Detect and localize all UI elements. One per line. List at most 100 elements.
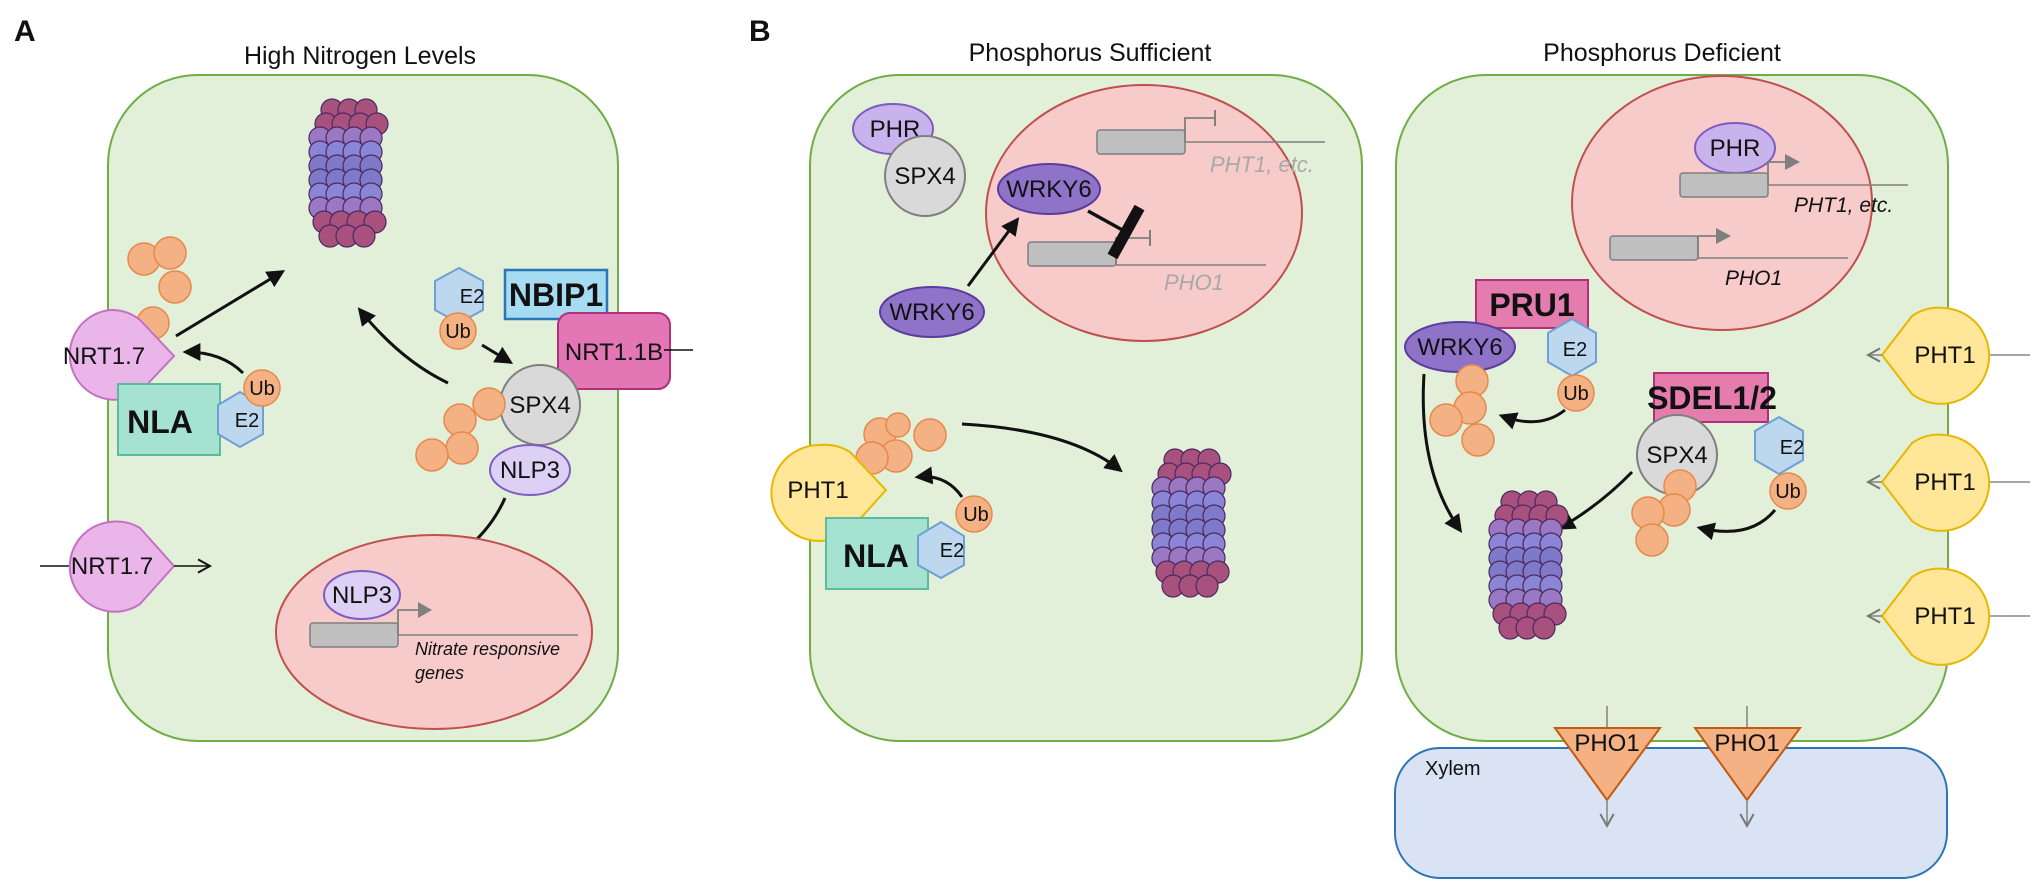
nlp3-ellipse-cyto [489,444,571,496]
nrt1-1b-label: NRT1.1B [565,339,663,366]
e2-hexagon-pru [1547,317,1597,378]
e2-hexagon-a [217,390,264,449]
e2-label-pru: E2 [1563,339,1587,361]
ub-label-a: Ub [249,378,275,400]
ub-circle-pru [1557,374,1595,412]
e2-hexagon-suf [917,520,965,580]
xylem-label: Xylem [1425,758,1481,780]
pru1-label: PRU1 [1489,287,1574,323]
spx4-label-suf: SPX4 [894,163,955,190]
arrow-spx4-to-proteasome-def [1556,470,1634,530]
repression-arrow-wrky6 [1087,204,1145,260]
ub-label-sdel: Ub [1775,481,1801,503]
promoter-arrow-nitrate [397,609,418,635]
ub-circle-sdel [1769,472,1807,510]
promoter-arrowhead-nitrate [418,602,432,618]
nrt1-7-bottom-label: NRT1.7 [71,553,153,580]
arrow-ub-to-spx4 [481,343,514,364]
pht1-label-def-c: PHT1 [1914,603,1975,630]
arrow-wrky6-to-nucleus [966,217,1020,287]
proteasome-subunit [1532,616,1556,640]
pho1-gene-label-suf: PHO1 [1164,270,1224,295]
pht1-transporter-def-b: PHT1 [1865,433,2030,532]
promoter-arrowhead-pht1-def [1785,154,1800,170]
arrow-ub-to-nrt [182,343,245,375]
gene-box-nitrate [309,622,399,648]
pht1-transporter-def-c: PHT1 [1865,567,2030,666]
nlp3-label-cyto: NLP3 [500,457,560,484]
nucleus-deficient [1571,75,1873,331]
pht1-transporter-def-a: PHT1 [1865,306,2030,405]
e2-label-sdel: E2 [1780,437,1804,459]
ub-label-suf: Ub [963,504,989,526]
spx4-circle-suf [884,135,966,217]
ub-circle-nbip [439,312,477,350]
nbip1-label: NBIP1 [509,277,603,313]
arrow-ub-to-pht1 [914,466,964,498]
gene-box-pht1-suf [1096,129,1186,155]
pht1-label-def-b: PHT1 [1914,469,1975,496]
pht1-label-def-a: PHT1 [1914,342,1975,369]
e2-label-suf: E2 [940,540,964,562]
proteasome-subunit [352,224,376,248]
ubiquitin-chain-spx4-def-icon [1631,469,1697,557]
nrt1-7-top-label: NRT1.7 [63,343,145,370]
promoter-arrowhead-pho1-def [1716,228,1731,244]
panel-b-title-deficient: Phosphorus Deficient [1543,39,1781,67]
gene-box-pho1-def [1609,235,1699,261]
nla-box-suf [825,517,929,590]
nla-label-a: NLA [127,404,193,440]
pho1-gene-label-def: PHO1 [1725,267,1782,290]
nrt1-1b-box [557,312,671,390]
nrt1-7-transporter-bottom: NRT1.7 [40,520,213,613]
e2-label-a: E2 [235,410,259,432]
nla-box-a [117,383,221,456]
nlp3-ellipse-nucleus [323,570,401,620]
pht1-label-suf: PHT1 [787,477,848,504]
nrt1-7-transporter-top: NRT1.7 [63,308,176,401]
pht1-transporter-suf: PHT1 [770,443,888,542]
phr-label-def: PHR [1710,135,1761,162]
ub-label-pru: Ub [1563,383,1589,405]
proteasome-subunit [1195,574,1219,598]
gene-box-pho1-suf [1027,241,1117,267]
ubiquitin-chain-icon [127,236,192,340]
pht1-gene-label-suf: PHT1, etc. [1210,152,1314,177]
pht1-gene-label-def: PHT1, etc. [1794,194,1893,217]
spx4-label-a: SPX4 [509,392,570,419]
ubiquitin-chain-spx4-icon [415,387,506,472]
nlp3-label-nucleus: NLP3 [332,582,392,609]
proteasome-icon [308,98,389,248]
ub-label-nbip: Ub [445,321,471,343]
wrky6-label-def: WRKY6 [1417,334,1502,361]
pho1-transporter-b: PHO1 [1693,706,1802,829]
arrow-ub-to-spx4-def [1696,509,1777,541]
sdel-label: SDEL1/2 [1647,380,1777,416]
nitrate-genes-label-1: Nitrate responsive [415,639,560,659]
spx4-label-def: SPX4 [1646,442,1707,469]
promoter-arrow-pho1-def [1697,235,1716,258]
panel-b-letter: B [749,15,771,48]
wrky6-ellipse-cyto-suf [879,286,985,338]
wrky6-ellipse-nuc-suf [997,163,1101,215]
e2-hexagon-nbip [434,266,484,325]
arrow-nrt-to-proteasome [175,270,286,338]
e2-hexagon-sdel [1754,415,1804,476]
proteasome-def-icon [1488,490,1569,640]
xylem-vessel [1394,747,1948,879]
e2-label-nbip: E2 [460,286,484,308]
ub-circle-suf [955,495,993,533]
ub-circle-a [243,369,281,407]
arrow-pht1-to-proteasome [961,422,1123,473]
promoter-arrow-pht1-def [1767,161,1785,185]
arrow-wrky6-to-proteasome [1421,373,1463,533]
arrow-ub-to-wrky6 [1498,408,1566,430]
wrky6-label-nuc-suf: WRKY6 [1006,176,1091,203]
panel-b-title-sufficient: Phosphorus Sufficient [969,39,1212,67]
wrky6-label-cyto-suf: WRKY6 [889,299,974,326]
nbip1-box [503,268,609,321]
arrow-spx4-to-proteasome [357,307,449,385]
panel-a-title: High Nitrogen Levels [244,42,476,70]
repressed-promoter-pht1-suf [1184,117,1215,142]
